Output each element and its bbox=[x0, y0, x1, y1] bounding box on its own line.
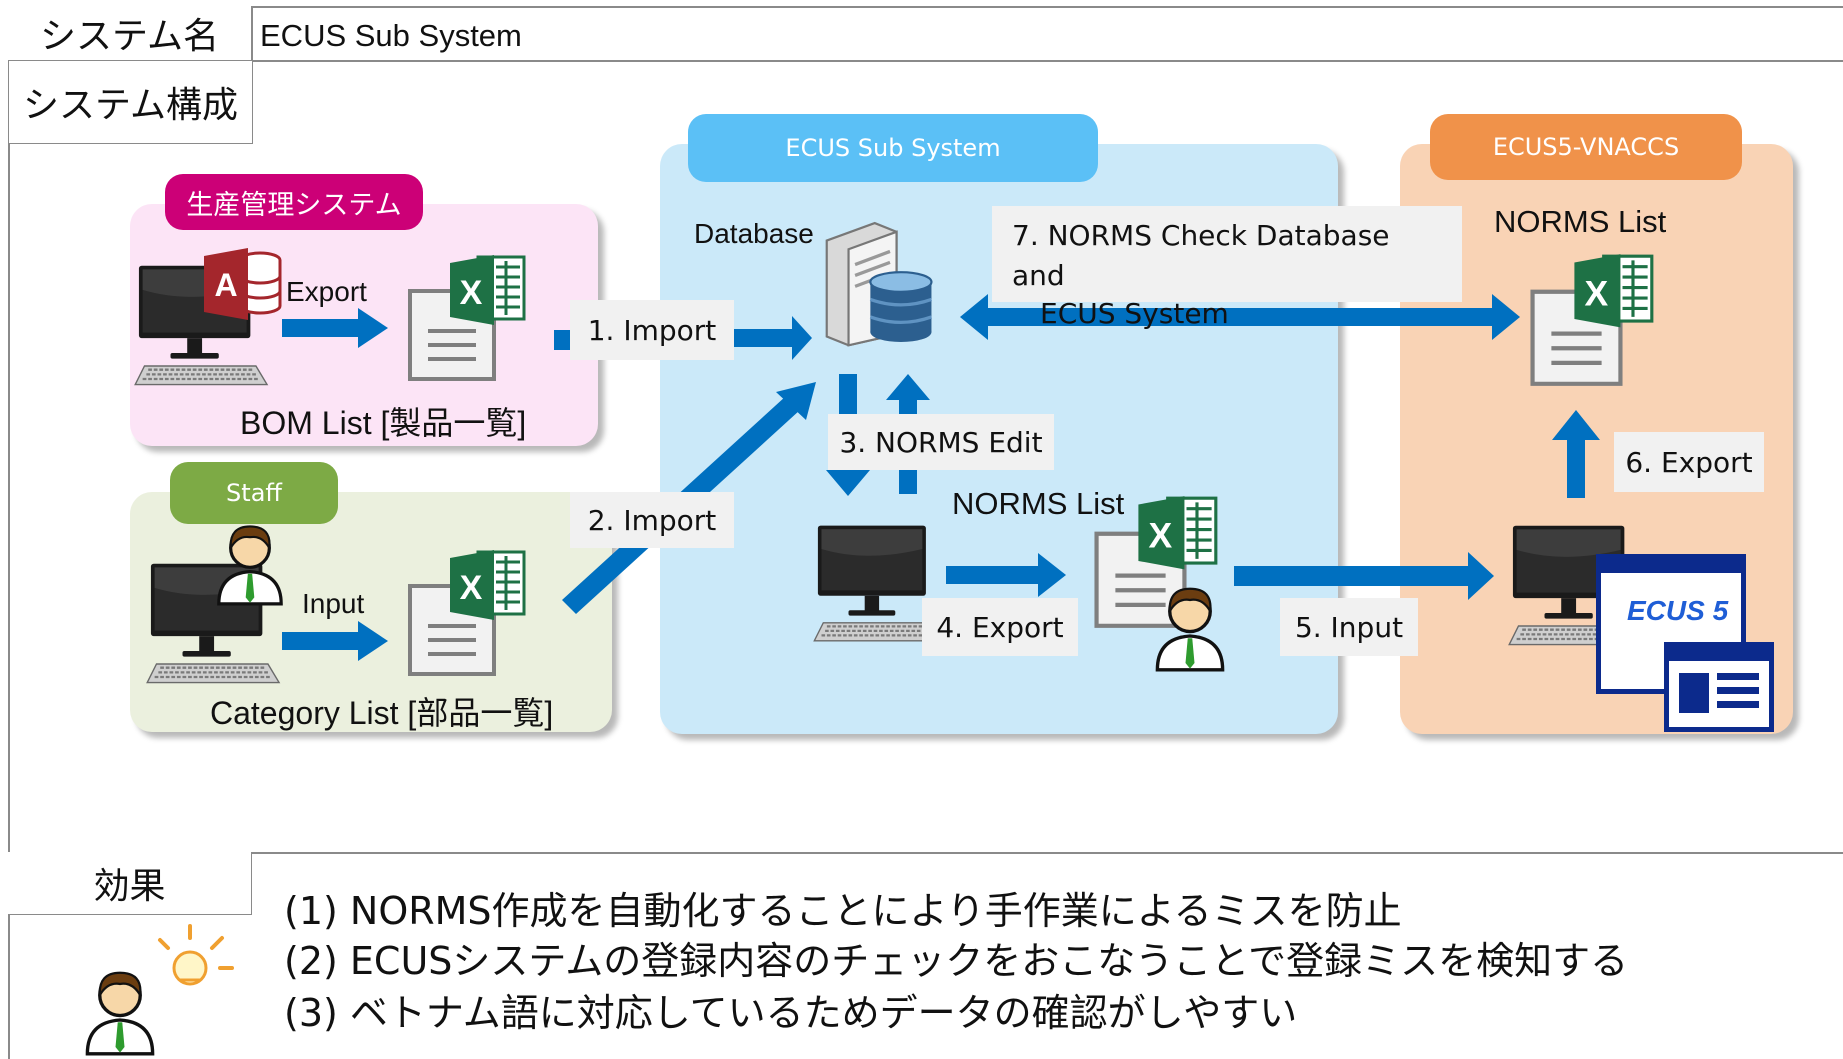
staff-tag: Staff bbox=[170, 462, 338, 524]
label-export-6: 6. Export bbox=[1614, 432, 1764, 492]
excel-document-icon bbox=[398, 545, 528, 681]
access-icon: A bbox=[204, 248, 282, 320]
database-label: Database bbox=[694, 218, 814, 249]
input-label: Input bbox=[302, 588, 365, 619]
norms-list-label-vnaccs: NORMS List bbox=[1494, 204, 1667, 239]
effect-label: 効果 bbox=[8, 852, 252, 915]
label-check-7-line1: 7. NORMS Check Database and bbox=[1012, 219, 1390, 292]
label-input-5: 5. Input bbox=[1280, 598, 1418, 656]
ecus-sub-tag: ECUS Sub System bbox=[688, 114, 1098, 182]
vnaccs-tag: ECUS5-VNACCS bbox=[1430, 114, 1742, 180]
system-config-label: システム構成 bbox=[8, 60, 253, 144]
system-name-value: ECUS Sub System bbox=[260, 18, 522, 53]
user-icon bbox=[80, 966, 160, 1056]
label-norms-edit: 3. NORMS Edit bbox=[828, 414, 1054, 470]
label-import-1: 1. Import bbox=[570, 300, 734, 360]
ecus5-logo: ECUS 5 bbox=[1627, 595, 1729, 626]
server-database-icon bbox=[818, 216, 938, 348]
excel-document-icon bbox=[398, 250, 528, 386]
effect-item-1: (1) NORMS作成を自動化することにより手作業によるミスを防止 bbox=[284, 889, 1402, 933]
system-name-label: システム名 bbox=[8, 6, 251, 60]
production-tag: 生産管理システム bbox=[165, 174, 423, 230]
user-icon bbox=[1150, 582, 1230, 672]
effect-item-3: (3) ベトナム語に対応しているためデータの確認がしやすい bbox=[284, 991, 1298, 1035]
bom-list-caption: BOM List [製品一覧] bbox=[240, 405, 527, 441]
label-check-7-line2: ECUS System bbox=[1040, 297, 1229, 330]
export-label: Export bbox=[286, 276, 367, 307]
excel-document-icon bbox=[1520, 250, 1656, 390]
label-export-4: 4. Export bbox=[922, 598, 1078, 656]
ecus5-app-icon: ECUS 5 bbox=[1596, 554, 1774, 732]
user-icon bbox=[212, 520, 288, 606]
category-list-caption: Category List [部品一覧] bbox=[210, 695, 554, 731]
effect-item-2: (2) ECUSシステムの登録内容のチェックをおこなうことで登録ミスを検知する bbox=[284, 939, 1629, 983]
label-check-7: 7. NORMS Check Database and ECUS System bbox=[992, 206, 1462, 330]
label-import-2: 2. Import bbox=[570, 492, 734, 548]
svg-text:A: A bbox=[214, 267, 237, 303]
norms-list-label-sub: NORMS List bbox=[952, 486, 1125, 521]
lightbulb-icon bbox=[158, 924, 234, 986]
